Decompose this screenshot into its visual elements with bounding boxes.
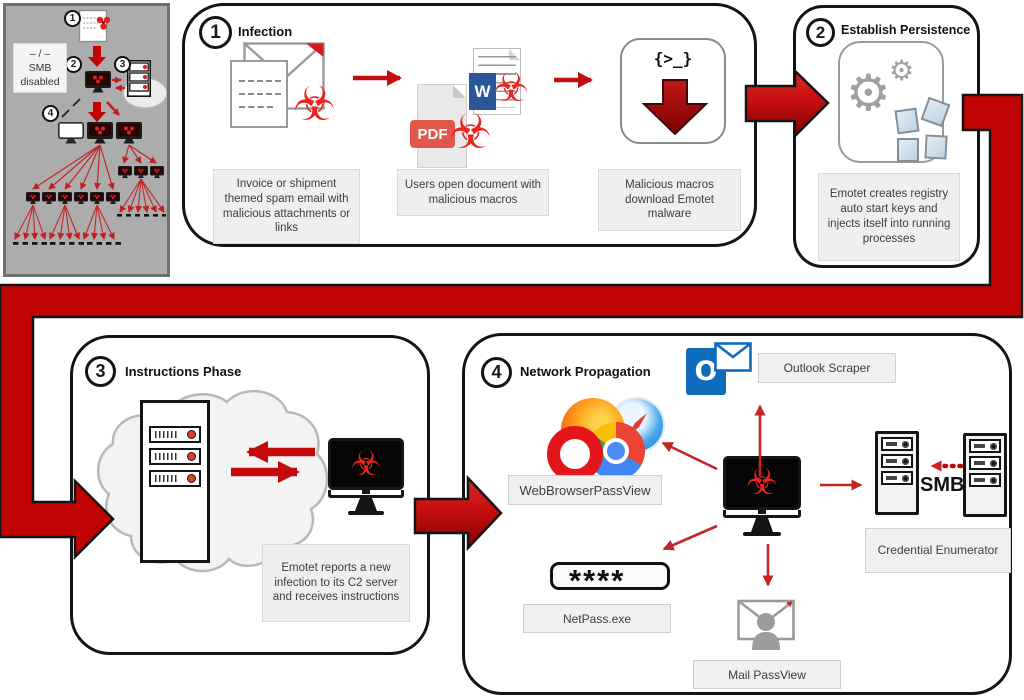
endpoint-dashes bbox=[13, 214, 166, 245]
drive-bay bbox=[969, 473, 1001, 487]
server-tower-icon bbox=[963, 433, 1007, 517]
gear-icon: ⚙ bbox=[889, 54, 915, 87]
mail-passview-label: Mail PassView bbox=[693, 660, 841, 689]
download-terminal-icon: {>_} bbox=[620, 38, 726, 144]
phase-2-title: Establish Persistence bbox=[841, 23, 971, 37]
panel-instructions-phase: 3 Instructions Phase ☣ Emotet reports a … bbox=[70, 335, 430, 655]
panel-network-propagation: 4 Network Propagation O Outlook Scraper … bbox=[462, 333, 1012, 695]
panel-establish-persistence: 2 Establish Persistence ⚙ ⚙ Emotet creat… bbox=[793, 5, 980, 268]
flow-arrow bbox=[353, 70, 402, 86]
password-mask: **** bbox=[569, 563, 626, 590]
drive-bay bbox=[969, 456, 1001, 470]
overview-step-4: 4 bbox=[42, 105, 59, 122]
panel-infection: 1 Infection ☣ W PDF ☣ ☣ {>_} Invoice or … bbox=[182, 3, 757, 247]
server-tower-icon bbox=[875, 431, 919, 515]
caption-persistence: Emotet creates registry auto start keys … bbox=[818, 173, 960, 261]
infection-spread-overview: 1 2 3 4 – / – SMB disabled bbox=[3, 3, 170, 277]
biohazard-icon: ☣ bbox=[493, 65, 529, 111]
phase-1-title: Infection bbox=[238, 24, 293, 39]
infected-monitor: ☣ bbox=[328, 438, 404, 516]
smb-label: SMB bbox=[920, 474, 965, 496]
terminal-glyph: {>_} bbox=[653, 49, 693, 68]
process-block-icon bbox=[897, 138, 919, 162]
download-arrow-icon bbox=[641, 79, 709, 136]
flow-arrow bbox=[554, 72, 593, 88]
overview-step-3: 3 bbox=[114, 56, 131, 73]
cut-mark bbox=[72, 98, 81, 107]
process-block-icon bbox=[924, 134, 948, 160]
smb-disabled-mark: – / – bbox=[29, 47, 51, 60]
caption-macros: Malicious macros download Emotet malware bbox=[598, 169, 741, 231]
clean-monitor bbox=[57, 122, 84, 145]
monitor-stand bbox=[348, 498, 384, 515]
down-arrow bbox=[88, 102, 106, 122]
biohazard-icon: ☣ bbox=[293, 76, 337, 132]
password-field-icon: **** bbox=[550, 562, 670, 590]
server-bay bbox=[149, 426, 201, 443]
drive-bay bbox=[881, 471, 913, 485]
cut-mark bbox=[61, 109, 70, 118]
gear-icon: ⚙ bbox=[846, 64, 891, 122]
caption-open-doc: Users open document with malicious macro… bbox=[397, 169, 549, 216]
spam-letter-icon bbox=[230, 60, 288, 128]
malicious-doc-icon bbox=[78, 9, 111, 43]
overview-step-2: 2 bbox=[65, 56, 82, 73]
drive-bay bbox=[881, 454, 913, 468]
drive-bay bbox=[881, 437, 913, 451]
overview-step-1: 1 bbox=[64, 10, 81, 27]
caption-c2-report: Emotet reports a new infection to its C2… bbox=[262, 544, 410, 622]
process-block-icon bbox=[894, 107, 920, 135]
infected-monitor bbox=[116, 122, 142, 144]
phase-3-title: Instructions Phase bbox=[125, 364, 242, 379]
spread-fan bbox=[14, 178, 165, 240]
server-bay bbox=[149, 470, 201, 487]
biohazard-icon: ☣ bbox=[449, 104, 493, 160]
biohazard-icon: ☣ bbox=[350, 444, 382, 484]
c2-server-tower bbox=[140, 400, 210, 563]
credential-enumerator-label: Credential Enumerator bbox=[865, 528, 1011, 573]
caption-spam-email: Invoice or shipment themed spam email wi… bbox=[213, 169, 360, 244]
netpass-label: NetPass.exe bbox=[523, 604, 671, 633]
phase-2-badge: 2 bbox=[806, 18, 835, 47]
infected-monitor bbox=[87, 122, 113, 144]
phase-1-badge: 1 bbox=[199, 16, 232, 49]
c2-server-icon bbox=[127, 60, 151, 98]
mail-passview-icon bbox=[737, 598, 797, 650]
smb-disabled-note: – / – SMB disabled bbox=[13, 43, 67, 93]
down-arrow bbox=[88, 46, 106, 67]
drive-bay bbox=[969, 439, 1001, 453]
server-bay bbox=[149, 448, 201, 465]
c2-traffic-arrows bbox=[231, 441, 315, 483]
patient-zero-monitor bbox=[85, 71, 111, 93]
